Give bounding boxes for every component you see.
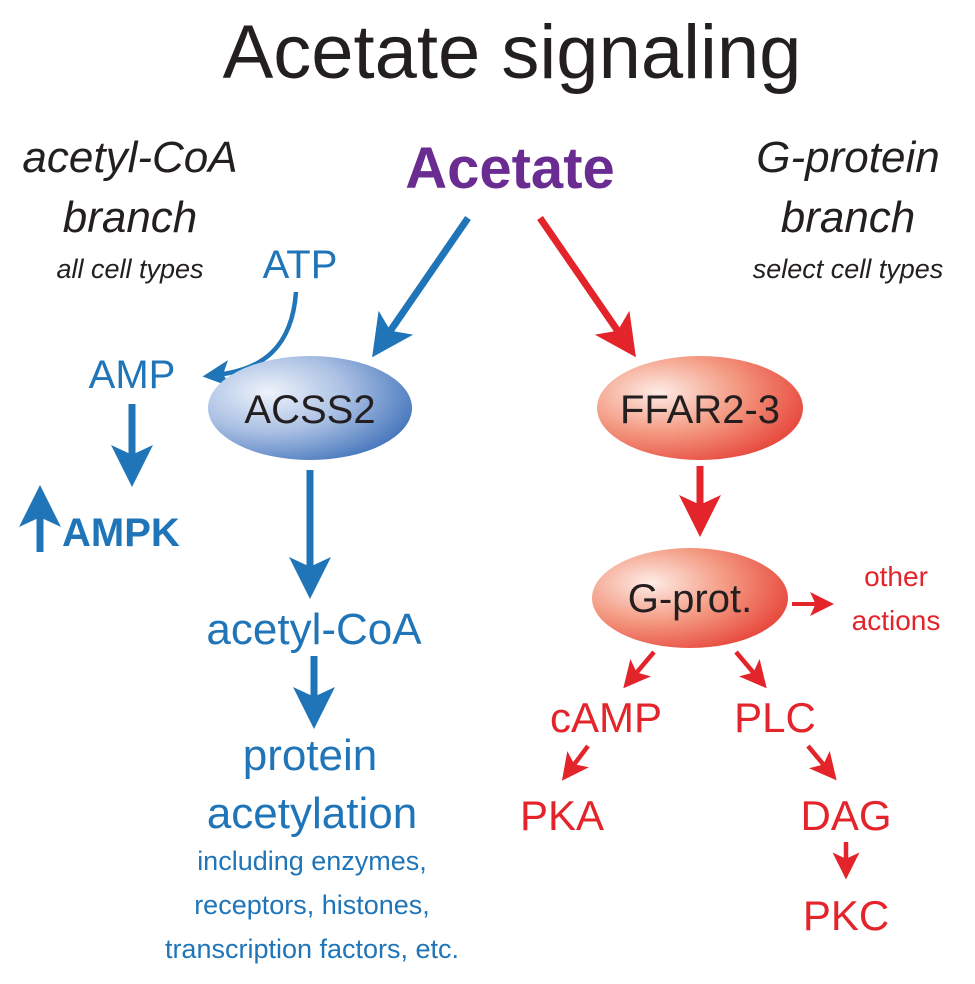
right-branch-heading-line2: branch [781, 193, 916, 242]
arrow-acetate-to-acss2 [372, 216, 471, 358]
acss2-node [208, 356, 412, 460]
right-branch-heading-line1: G-protein [756, 133, 939, 182]
arrow-camp-to-pka [561, 744, 590, 781]
pka-label: PKA [520, 792, 604, 839]
camp-label: cAMP [550, 694, 662, 741]
dag-label: DAG [800, 792, 891, 839]
right-branch-scope: select cell types [753, 254, 944, 284]
acetylation-note-line3: transcription factors, etc. [165, 934, 459, 964]
pkc-label: PKC [803, 892, 889, 939]
atp-label: ATP [263, 243, 338, 287]
amp-label: AMP [89, 353, 176, 397]
ffar-label: FFAR2-3 [620, 388, 780, 432]
arrow-gprot-to-plc [734, 650, 767, 689]
diagram-title: Acetate signaling [223, 10, 802, 95]
arrow-plc-to-dag [806, 744, 837, 781]
left-branch-heading-line1: acetyl-CoA [22, 133, 237, 182]
acetylation-note-line2: receptors, histones, [194, 890, 430, 920]
protein-label: protein [243, 731, 378, 780]
ffar-node [597, 356, 803, 460]
acss2-label: ACSS2 [244, 388, 375, 432]
plc-label: PLC [734, 694, 816, 741]
acetylation-note-line1: including enzymes, [197, 846, 427, 876]
acetyl-coa-label: acetyl-CoA [206, 605, 422, 654]
acetate-node: Acetate [405, 136, 615, 201]
other-actions-line2: actions [852, 605, 941, 636]
left-branch-heading-line2: branch [63, 193, 198, 242]
arrow-atp-to-amp [202, 291, 299, 387]
arrow-acetate-to-ffar [537, 216, 636, 358]
left-branch-scope: all cell types [56, 254, 203, 284]
gprot-node [592, 548, 788, 648]
other-actions-line1: other [864, 561, 928, 592]
gprot-label: G-prot. [628, 577, 752, 621]
arrow-gprot-to-camp [623, 650, 656, 689]
acetylation-label: acetylation [207, 789, 417, 838]
ampk-label: AMPK [62, 511, 180, 555]
